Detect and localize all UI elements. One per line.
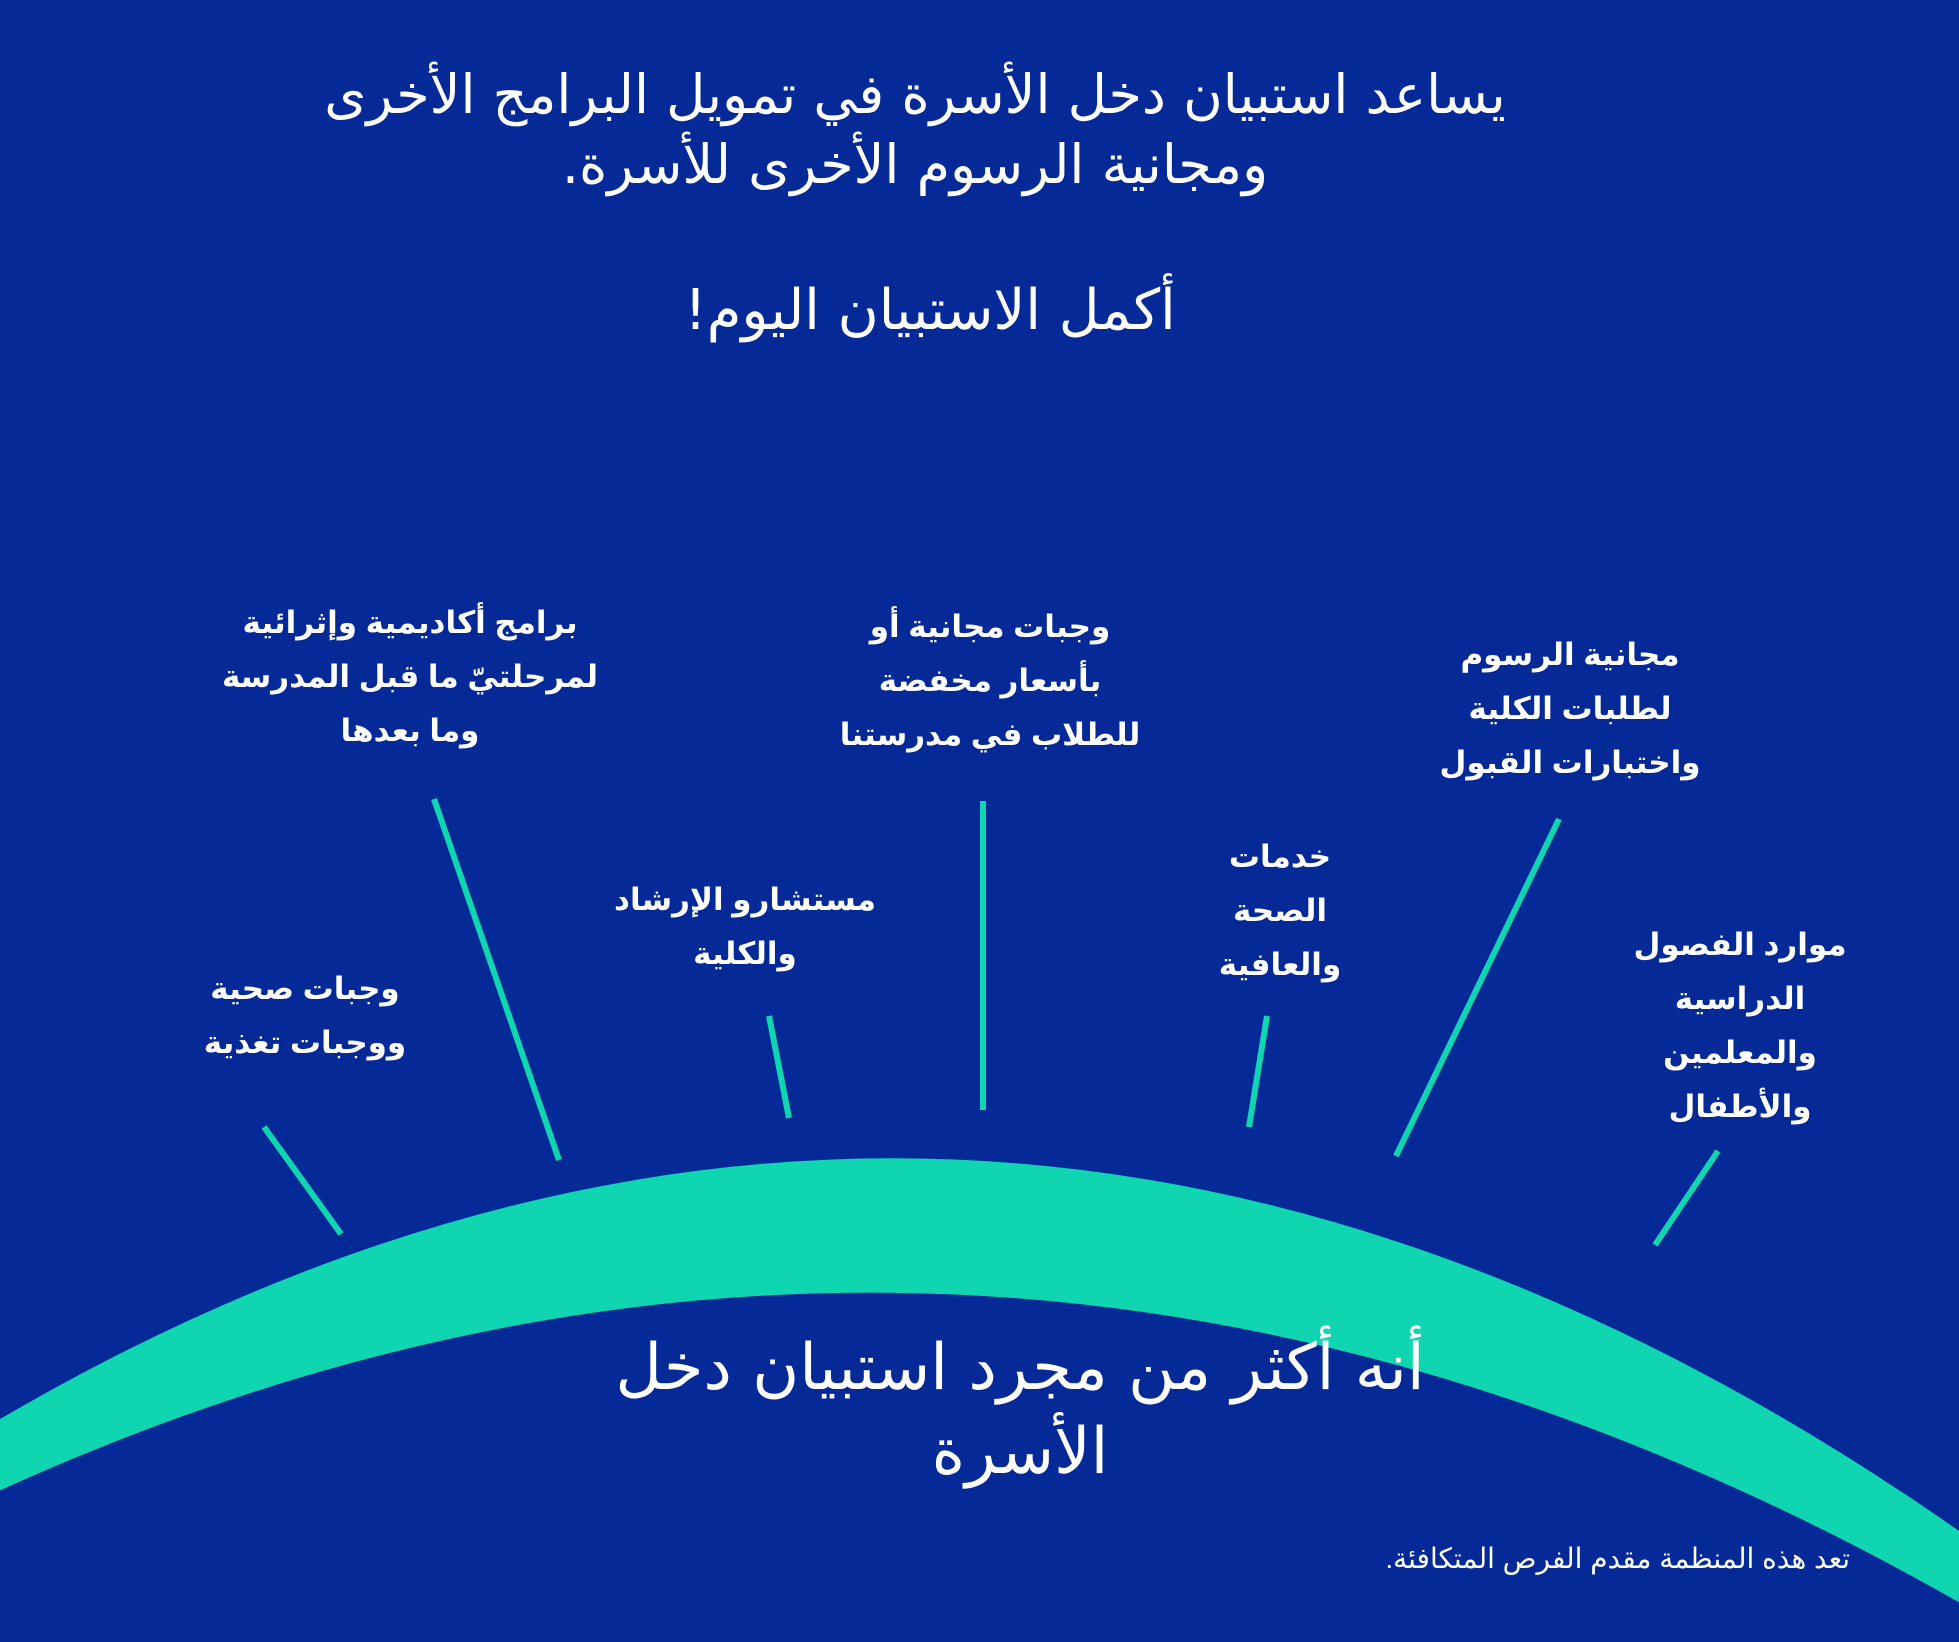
connector-line-health-services bbox=[1246, 1015, 1270, 1128]
benefit-label-classroom-resources: موارد الفصول الدراسية والمعلمين والأطفال bbox=[1633, 927, 1847, 1124]
benefit-label-free-meals: وجبات مجانية أو بأسعار مخفضة للطلاب في م… bbox=[839, 609, 1141, 752]
equal-opportunity-notice: تعد هذه المنظمة مقدم الفرص المتكافئة. bbox=[1385, 1543, 1850, 1574]
benefit-label-healthy-meals: وجبات صحية ووجبات تغذية bbox=[203, 971, 407, 1060]
benefit-label-health-services: خدمات الصحة والعافية bbox=[1218, 839, 1342, 982]
connector-line-academic-programs bbox=[431, 798, 562, 1161]
connector-line-fee-waivers bbox=[1393, 817, 1562, 1158]
connector-line-counselors bbox=[766, 1015, 792, 1119]
connector-line-classroom-resources bbox=[1652, 1149, 1721, 1247]
arc-caption: أنه أكثر من مجرد استبيان دخل الأسرة bbox=[615, 1331, 1425, 1489]
call-to-action: أكمل الاستبيان اليوم! bbox=[684, 278, 1176, 343]
benefit-label-academic-programs: برامج أكاديمية وإثرائية لمرحلتيّ ما قبل … bbox=[221, 605, 599, 748]
benefit-label-fee-waivers: مجانية الرسوم لطلبات الكلية واختبارات ال… bbox=[1439, 637, 1701, 780]
connector-line-healthy-meals bbox=[261, 1125, 344, 1236]
headline: يساعد استبيان دخل الأسرة في تمويل البرام… bbox=[324, 63, 1506, 196]
benefits-arc bbox=[0, 1158, 1959, 1603]
benefit-label-counselors: مستشارو الإرشاد والكلية bbox=[614, 882, 876, 971]
